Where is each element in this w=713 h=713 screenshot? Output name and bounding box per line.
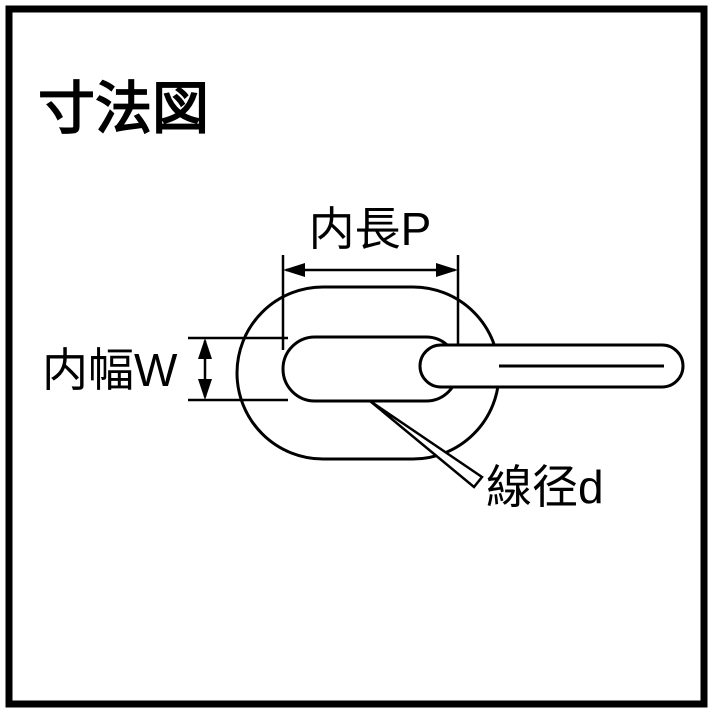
arrowhead-up-icon xyxy=(198,338,212,359)
arrowhead-down-icon xyxy=(198,379,212,400)
leader-wire-diameter xyxy=(369,399,484,489)
label-wire-diameter: 線径d xyxy=(486,461,604,513)
label-inner-width: 内幅W xyxy=(42,344,178,396)
diagram-title: 寸法図 xyxy=(38,77,209,141)
arrowhead-right-icon xyxy=(436,263,458,277)
chain-link-drawing xyxy=(235,285,685,461)
label-inner-length: 内長P xyxy=(309,203,432,255)
arrowhead-left-icon xyxy=(283,263,305,277)
dim-inner-length xyxy=(281,255,460,350)
dim-inner-width xyxy=(188,336,288,402)
